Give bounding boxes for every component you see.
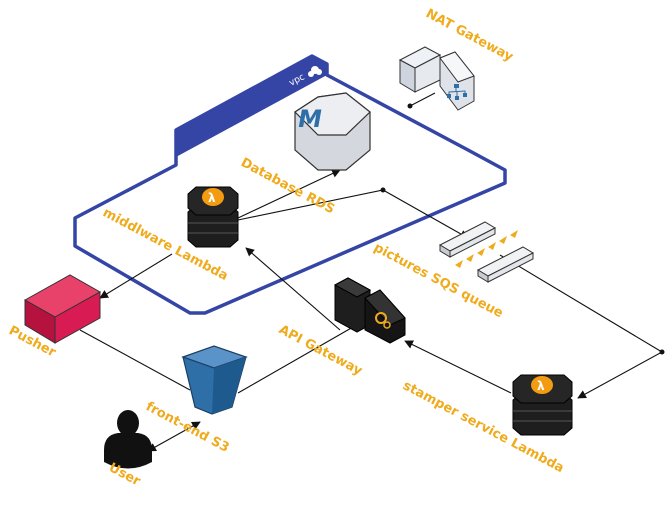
api-gateway-label: API Gateway — [276, 322, 365, 379]
stamper-lambda-icon[interactable]: λ — [512, 374, 573, 436]
gear-icon — [375, 312, 391, 329]
user-icon[interactable] — [104, 410, 152, 469]
edge-user-s3 — [147, 421, 201, 452]
edge-api-middleware — [245, 247, 341, 331]
sqs-queue-icon[interactable] — [438, 221, 535, 283]
edge-pusher-s3 — [79, 329, 191, 391]
m-icon: M — [296, 105, 325, 133]
connections — [79, 92, 665, 452]
nat-gateway-icon[interactable] — [398, 46, 475, 111]
edge-s3-api — [237, 322, 361, 394]
database-rds-icon[interactable]: M — [294, 92, 371, 171]
vpc-boundary: vpc — [73, 54, 507, 315]
s3-bucket-icon[interactable] — [181, 345, 248, 415]
edge-middleware-pusher — [99, 253, 173, 299]
api-gateway-icon[interactable] — [333, 277, 406, 344]
edge-middleware-database — [237, 169, 341, 219]
cloud-icon — [308, 66, 322, 77]
pusher-icon[interactable] — [23, 274, 102, 344]
lambda-icon: λ — [208, 191, 216, 205]
edge-vpc-nat — [409, 92, 436, 107]
edge-stamper-api — [404, 340, 512, 394]
middleware-lambda-icon[interactable]: λ — [187, 186, 239, 248]
lambda-icon: λ — [537, 379, 545, 393]
